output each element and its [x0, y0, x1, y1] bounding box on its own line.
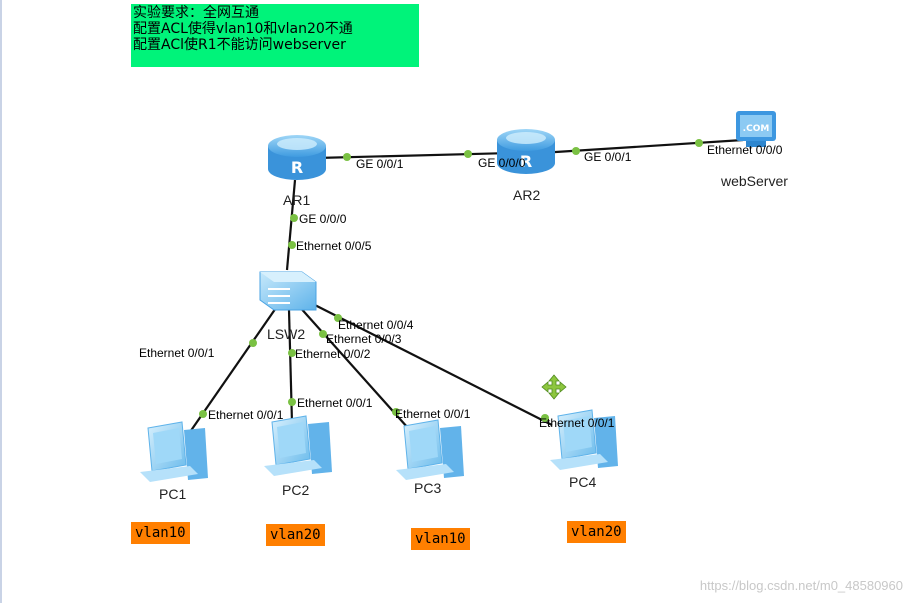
- device-label-pc1: PC1: [159, 486, 187, 502]
- switch-lsw2-icon[interactable]: [259, 271, 317, 311]
- device-label-pc4: PC4: [569, 474, 597, 490]
- port-label-lsw-eth003: Ethernet 0/0/3: [326, 332, 402, 346]
- requirement-line-2: 配置ACL使得vlan10和vlan20不通: [133, 21, 353, 37]
- port-label-ar1-ge001: GE 0/0/1: [356, 157, 404, 171]
- port-label-lsw-eth001: Ethernet 0/0/1: [139, 346, 215, 360]
- requirement-line-1: 实验要求：全网互通: [133, 5, 259, 21]
- pc3-icon[interactable]: [396, 419, 464, 480]
- port-label-lsw-eth002: Ethernet 0/0/2: [295, 347, 371, 361]
- device-label-ar1: AR1: [283, 192, 311, 208]
- requirements-note: 实验要求：全网互通 配置ACL使得vlan10和vlan20不通 配置ACl使R…: [131, 4, 419, 67]
- device-label-webserver: webServer: [721, 173, 788, 189]
- link-ar1-lsw2[interactable]: [285, 179, 297, 271]
- device-label-pc3: PC3: [414, 480, 442, 496]
- router-ar2-icon[interactable]: R: [497, 129, 555, 174]
- vlan-tag-pc1: vlan10: [131, 522, 190, 544]
- watermark: https://blog.csdn.net/m0_48580960: [699, 578, 903, 593]
- device-label-pc2: PC2: [282, 482, 310, 498]
- vlan-tag-pc4: vlan20: [567, 521, 626, 543]
- port-label-lsw-eth004: Ethernet 0/0/4: [338, 318, 414, 332]
- webserver-icon-text: .COM: [743, 124, 770, 134]
- webserver-icon[interactable]: .COM: [736, 111, 776, 147]
- svg-text:R: R: [291, 158, 303, 177]
- port-label-pc4-eth001: Ethernet 0/0/1: [539, 416, 615, 430]
- left-edge-rule: [0, 0, 2, 603]
- vlan-tag-pc2: vlan20: [266, 524, 325, 546]
- device-label-lsw2: LSW2: [267, 326, 306, 342]
- port-label-pc3-eth001: Ethernet 0/0/1: [395, 407, 471, 421]
- move-cursor-icon: [541, 374, 567, 400]
- port-label-pc2-eth001: Ethernet 0/0/1: [297, 396, 373, 410]
- pc4-icon[interactable]: [550, 409, 618, 470]
- router-ar1-icon[interactable]: R: [268, 135, 326, 180]
- port-label-ar2-ge000: GE 0/0/0: [478, 156, 526, 170]
- svg-text:R: R: [520, 152, 532, 171]
- port-label-ar1-ge000: GE 0/0/0: [299, 212, 347, 226]
- port-label-pc1-eth001: Ethernet 0/0/1: [208, 408, 284, 422]
- device-label-ar2: AR2: [513, 187, 541, 203]
- link-lsw2-pc3[interactable]: [297, 304, 409, 429]
- port-label-web-eth000: Ethernet 0/0/0: [707, 143, 783, 157]
- port-label-ar2-ge001: GE 0/0/1: [584, 150, 632, 164]
- port-dots: [199, 139, 703, 422]
- vlan-tag-pc3: vlan10: [411, 528, 470, 550]
- pc1-icon[interactable]: [140, 421, 208, 482]
- link-lsw2-pc4[interactable]: [304, 299, 553, 426]
- pc2-icon[interactable]: [264, 415, 332, 476]
- port-label-lsw-eth005: Ethernet 0/0/5: [296, 239, 372, 253]
- requirement-line-3: 配置ACl使R1不能访问webserver: [133, 37, 346, 53]
